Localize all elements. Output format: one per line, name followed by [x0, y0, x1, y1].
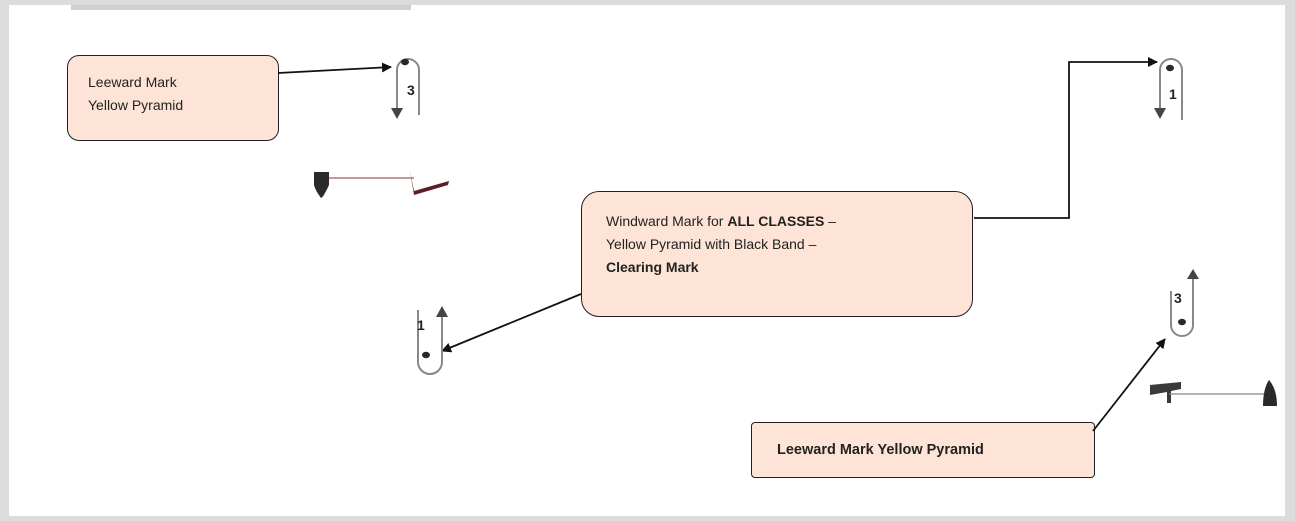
connector-arrow	[441, 293, 582, 353]
mark-rounding-symbol: 3	[1170, 269, 1199, 337]
mark-number: 3	[407, 82, 415, 98]
connector-arrow	[1092, 338, 1166, 432]
callout-bold-text: Clearing Mark	[606, 259, 699, 275]
buoy-icon	[1263, 380, 1277, 406]
header-strip	[71, 5, 411, 10]
course-diagram: 3 1 1 3	[277, 57, 1277, 432]
callout-bold-text: Leeward Mark Yellow Pyramid	[777, 442, 984, 458]
start-line	[1150, 380, 1277, 406]
mark-number: 3	[1174, 290, 1182, 306]
callout-line: Leeward Mark	[88, 74, 177, 90]
callout-leeward-mark-top: Leeward Mark Yellow Pyramid	[67, 55, 279, 141]
mark-number: 1	[1169, 86, 1177, 102]
flag-icon	[1150, 382, 1181, 403]
mark-rounding-symbol: 1	[417, 306, 448, 375]
mark-rounding-symbol: 1	[1154, 58, 1183, 120]
connector-arrow	[974, 57, 1158, 219]
callout-bold-text: ALL CLASSES	[727, 213, 825, 229]
callout-line: Windward Mark for ALL CLASSES –	[606, 210, 972, 233]
connector-arrow	[277, 62, 392, 74]
buoy-icon	[314, 172, 329, 198]
diagram-canvas: Leeward Mark Yellow Pyramid Windward Mar…	[9, 5, 1285, 516]
callout-line: Clearing Mark	[606, 256, 972, 279]
callout-line: Yellow Pyramid with Black Band –	[606, 236, 817, 252]
callout-line: Yellow Pyramid	[88, 97, 184, 113]
mark-number: 1	[417, 317, 425, 333]
mark-rounding-symbol: 3	[391, 58, 420, 119]
callout-text: –	[824, 213, 837, 229]
start-line	[314, 171, 449, 198]
callout-text: Windward Mark for	[606, 213, 728, 229]
flag-icon	[410, 171, 449, 195]
callout-windward-mark: Windward Mark for ALL CLASSES – Yellow P…	[581, 191, 973, 317]
callout-leeward-mark-bottom: Leeward Mark Yellow Pyramid	[751, 422, 1095, 478]
